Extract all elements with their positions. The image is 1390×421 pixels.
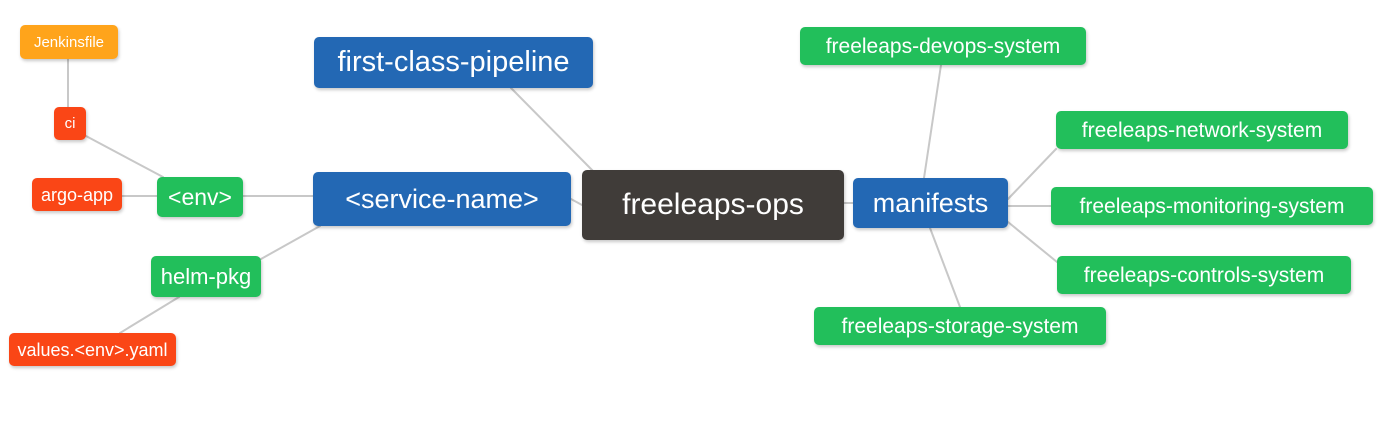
mindmap-node-label-jenkinsfile: Jenkinsfile xyxy=(33,33,105,51)
edge-manifests-to-freeleaps-devops-system xyxy=(923,64,942,179)
mindmap-node-label-manifests: manifests xyxy=(872,187,989,218)
mindmap-node-freeleaps-devops-system[interactable]: freeleaps-devops-system xyxy=(800,27,1086,65)
mindmap-node-label-freeleaps-ops: freeleaps-ops xyxy=(622,188,804,221)
mindmap-node-label-freeleaps-monitoring-system: freeleaps-monitoring-system xyxy=(1079,194,1345,218)
mindmap-node-env[interactable]: <env> xyxy=(157,177,243,217)
edge-manifests-to-freeleaps-storage-system xyxy=(929,227,961,308)
mindmap-node-label-values-env-yaml: values.<env>.yaml xyxy=(17,339,168,360)
mindmap-node-label-ci: ci xyxy=(64,115,76,132)
edge-manifests-to-freeleaps-controls-system xyxy=(1007,221,1058,263)
mindmap-node-service-name[interactable]: <service-name> xyxy=(313,172,571,226)
mindmap-node-freeleaps-ops[interactable]: freeleaps-ops xyxy=(582,170,844,240)
edge-helm-pkg-to-values-env-yaml xyxy=(119,296,180,334)
mindmap-node-freeleaps-network-system[interactable]: freeleaps-network-system xyxy=(1056,111,1348,149)
mindmap-node-freeleaps-storage-system[interactable]: freeleaps-storage-system xyxy=(814,307,1106,345)
mindmap-node-ci[interactable]: ci xyxy=(54,107,86,140)
edge-freeleaps-ops-to-service-name xyxy=(570,198,583,206)
mindmap-node-argo-app[interactable]: argo-app xyxy=(32,178,122,211)
mindmap-node-manifests[interactable]: manifests xyxy=(853,178,1008,228)
mindmap-node-freeleaps-controls-system[interactable]: freeleaps-controls-system xyxy=(1057,256,1351,294)
edge-env-to-ci xyxy=(85,135,164,178)
edge-manifests-to-freeleaps-network-system xyxy=(1007,148,1057,200)
mindmap-node-label-env: <env> xyxy=(168,183,232,210)
mindmap-node-label-freeleaps-controls-system: freeleaps-controls-system xyxy=(1083,263,1325,287)
mindmap-node-label-freeleaps-devops-system: freeleaps-devops-system xyxy=(825,34,1061,58)
mindmap-node-first-class-pipeline[interactable]: first-class-pipeline xyxy=(314,37,593,88)
edge-freeleaps-ops-to-first-class-pipeline xyxy=(510,87,595,173)
mindmap-node-freeleaps-monitoring-system[interactable]: freeleaps-monitoring-system xyxy=(1051,187,1373,225)
mindmap-node-label-freeleaps-storage-system: freeleaps-storage-system xyxy=(841,314,1079,338)
mindmap-node-helm-pkg[interactable]: helm-pkg xyxy=(151,256,261,297)
mindmap-node-label-first-class-pipeline: first-class-pipeline xyxy=(337,46,570,78)
edge-service-name-to-helm-pkg xyxy=(260,225,321,260)
mindmap-node-label-helm-pkg: helm-pkg xyxy=(160,263,252,289)
mindmap-node-label-freeleaps-network-system: freeleaps-network-system xyxy=(1081,118,1323,142)
mindmap-node-label-service-name: <service-name> xyxy=(345,183,539,214)
mindmap-node-label-argo-app: argo-app xyxy=(40,184,114,205)
mindmap-node-jenkinsfile[interactable]: Jenkinsfile xyxy=(20,25,118,59)
mindmap-node-values-env-yaml[interactable]: values.<env>.yaml xyxy=(9,333,176,366)
